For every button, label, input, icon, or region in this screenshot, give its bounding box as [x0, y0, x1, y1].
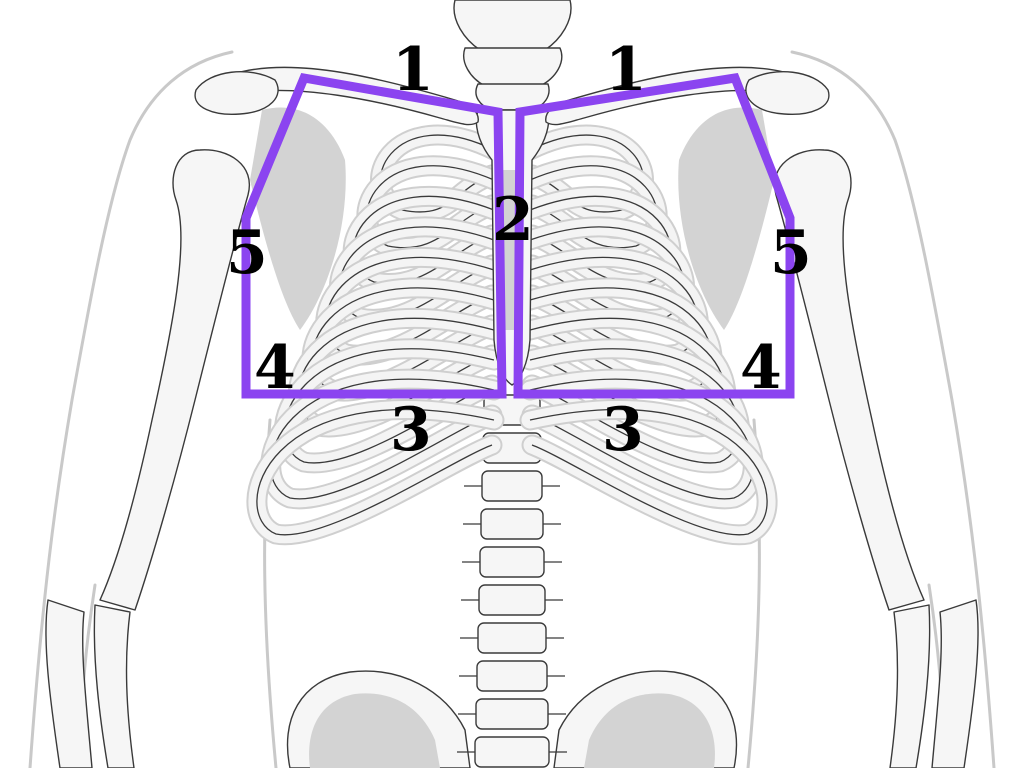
label-1-left-side: 1 [605, 35, 647, 105]
vertebra [459, 660, 565, 692]
vertebra [460, 622, 564, 654]
rib [529, 378, 754, 500]
vertebra [463, 508, 561, 540]
scapulae [250, 107, 774, 330]
vertebra [462, 546, 562, 578]
region-labels: 1 1 2 3 3 4 4 5 5 [226, 35, 812, 465]
rib [270, 378, 495, 500]
label-2-midline: 2 [492, 185, 534, 255]
vertebra [457, 736, 567, 768]
label-5-right-side: 5 [226, 218, 268, 288]
right-arm-bones [773, 149, 979, 768]
rib [529, 408, 768, 536]
label-3-left-side: 3 [602, 395, 644, 465]
vertebra [458, 698, 566, 730]
label-1-right-side: 1 [392, 35, 434, 105]
label-3-right-side: 3 [390, 395, 432, 465]
rib-cage [246, 124, 778, 546]
label-5-left-side: 5 [770, 218, 812, 288]
cervical-vertebrae [453, 0, 572, 111]
rib [256, 408, 495, 536]
region-outlines [241, 72, 795, 399]
right-chest-region [241, 72, 507, 399]
label-4-left-side: 4 [740, 333, 782, 403]
left-chest-region [513, 72, 795, 399]
left-arm-bones [45, 149, 251, 768]
label-4-right-side: 4 [254, 333, 296, 403]
vertebra [464, 470, 560, 502]
pelvis [286, 670, 738, 768]
vertebra [461, 584, 563, 616]
